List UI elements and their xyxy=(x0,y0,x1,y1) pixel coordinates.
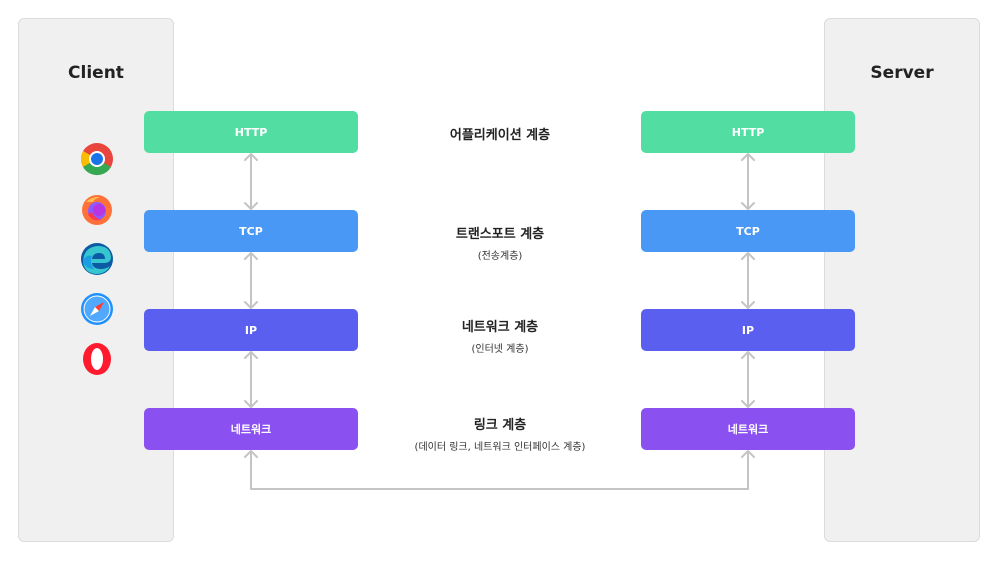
server-http-box: HTTP xyxy=(641,111,855,153)
server-arrow-tcp-ip xyxy=(741,252,755,309)
network-layer-label: 네트워크 계층 (인터넷 계층) xyxy=(370,316,630,355)
chrome-icon xyxy=(80,143,113,176)
firefox-icon xyxy=(82,195,112,225)
client-panel: Client xyxy=(18,18,174,542)
client-tcp-box: TCP xyxy=(144,210,358,252)
opera-icon xyxy=(83,343,111,375)
layer-name: 트랜스포트 계층 xyxy=(455,227,545,242)
server-tcp-box: TCP xyxy=(641,210,855,252)
layer-name: 네트워크 계층 xyxy=(461,320,539,335)
safari-icon xyxy=(81,293,113,325)
server-arrow-http-tcp xyxy=(741,153,755,210)
application-layer-label: 어플리케이션 계층 xyxy=(370,124,630,143)
server-title: Server xyxy=(870,63,934,83)
client-title: Client xyxy=(68,63,124,83)
server-arrow-ip-link xyxy=(741,351,755,408)
server-network-box: 네트워크 xyxy=(641,408,855,450)
physical-link-arrow xyxy=(244,450,755,490)
layer-name: 링크 계층 xyxy=(473,418,527,433)
layer-name: 어플리케이션 계층 xyxy=(449,128,551,143)
layer-subtitle: (전송계층) xyxy=(477,251,523,262)
link-layer-label: 링크 계층 (데이터 링크, 네트워크 인터페이스 계층) xyxy=(370,414,630,453)
client-arrow-ip-link xyxy=(244,351,258,408)
client-http-box: HTTP xyxy=(144,111,358,153)
client-arrow-http-tcp xyxy=(244,153,258,210)
client-network-box: 네트워크 xyxy=(144,408,358,450)
client-arrow-tcp-ip xyxy=(244,252,258,309)
server-ip-box: IP xyxy=(641,309,855,351)
server-panel: Server xyxy=(824,18,980,542)
layer-subtitle: (데이터 링크, 네트워크 인터페이스 계층) xyxy=(414,442,586,453)
edge-icon xyxy=(81,243,113,275)
client-ip-box: IP xyxy=(144,309,358,351)
layer-subtitle: (인터넷 계층) xyxy=(471,344,529,355)
transport-layer-label: 트랜스포트 계층 (전송계층) xyxy=(370,223,630,262)
